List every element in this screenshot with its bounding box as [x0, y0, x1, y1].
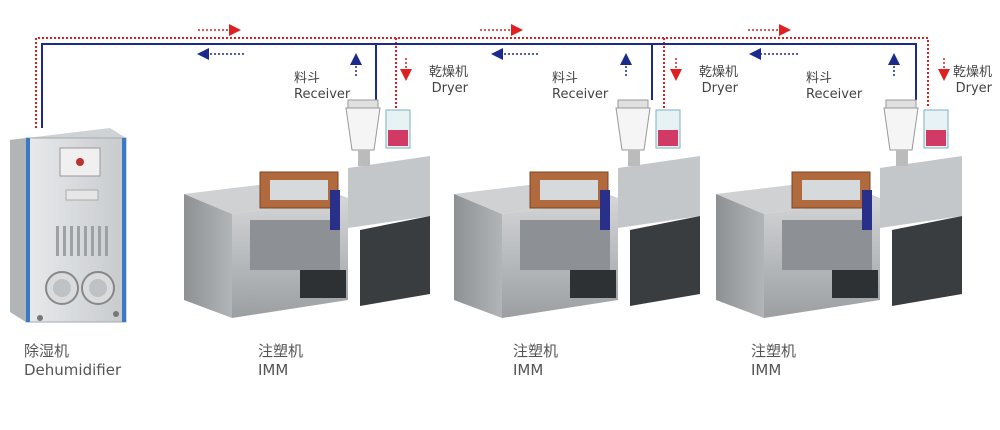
imm-machine-2 — [454, 156, 700, 318]
receiver-label-2-en: Receiver — [552, 87, 609, 102]
receiver-label-1-cn: 料斗 — [294, 71, 321, 86]
dryer-label-2-en: Dryer — [701, 81, 738, 96]
flow-arrows — [197, 24, 950, 81]
dryer-label-1-cn: 乾燥机 — [428, 65, 468, 80]
receiver-label-1: 料斗 Receiver — [294, 71, 350, 103]
return-pipe-blue — [41, 43, 917, 128]
receiver-label-2-cn: 料斗 — [552, 71, 579, 86]
dehumidifier-label: 除湿机 Dehumidifier — [24, 342, 121, 380]
imm-label-2: 注塑机 IMM — [513, 342, 558, 380]
dryer-2 — [655, 109, 681, 149]
receiver-label-3-cn: 料斗 — [806, 71, 833, 86]
imm-label-2-cn: 注塑机 — [513, 342, 559, 360]
imm-label-3: 注塑机 IMM — [751, 342, 796, 380]
imm-label-2-en: IMM — [513, 361, 544, 379]
dryer-label-3-cn: 乾燥机 — [952, 65, 992, 80]
dryer-label-3: 乾燥机 Dryer — [936, 65, 992, 97]
imm-machine-1 — [184, 156, 430, 318]
imm-label-1-en: IMM — [258, 361, 289, 379]
dryer-1 — [385, 109, 411, 149]
dryer-3 — [923, 109, 949, 149]
imm-label-1: 注塑机 IMM — [258, 342, 303, 380]
receiver-2 — [615, 99, 651, 166]
receiver-label-1-en: Receiver — [294, 87, 351, 102]
dehumidifier-label-cn: 除湿机 — [24, 342, 70, 360]
dryer-label-1-en: Dryer — [431, 81, 468, 96]
dryer-label-3-en: Dryer — [955, 81, 992, 96]
dryer-label-2-cn: 乾燥机 — [698, 65, 738, 80]
dehumidifier-unit — [10, 128, 127, 323]
imm-label-3-en: IMM — [751, 361, 782, 379]
dryer-label-2: 乾燥机 Dryer — [682, 65, 738, 97]
receiver-label-3-en: Receiver — [806, 87, 863, 102]
receiver-1 — [345, 99, 381, 166]
dryer-label-1: 乾燥机 Dryer — [412, 65, 468, 97]
receiver-label-2: 料斗 Receiver — [552, 71, 608, 103]
receiver-3 — [883, 99, 919, 166]
dehumidifier-label-en: Dehumidifier — [24, 361, 122, 379]
receiver-label-3: 料斗 Receiver — [806, 71, 862, 103]
imm-machine-3 — [716, 156, 962, 318]
supply-pipe-red — [35, 37, 929, 128]
imm-label-3-cn: 注塑机 — [751, 342, 797, 360]
imm-label-1-cn: 注塑机 — [258, 342, 304, 360]
